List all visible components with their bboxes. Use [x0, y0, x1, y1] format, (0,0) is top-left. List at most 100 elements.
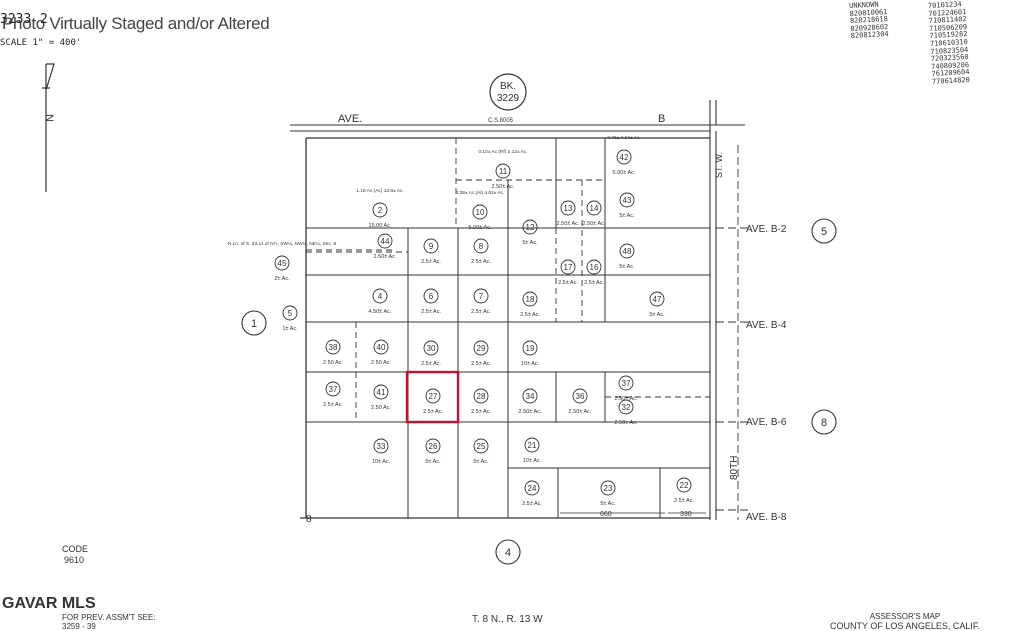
st-w-label: ST. W. — [714, 152, 724, 178]
code-label: CODE — [62, 544, 88, 554]
parcel-area: 15.00 Ac. — [369, 223, 392, 229]
parcel-number[interactable]: 36 — [576, 392, 585, 401]
parcel-labels: 215.00 Ac.1.18 Ac.(Ac) 13.8± Ac.105.00± … — [228, 135, 695, 507]
scale-label: SCALE 1" = 400' — [0, 38, 82, 48]
parcel-area: 10± Ac. — [521, 361, 540, 367]
parcel-number[interactable]: 28 — [477, 392, 486, 401]
ave-b6-label: AVE. B-6 — [746, 417, 787, 428]
parcel-number[interactable]: 34 — [526, 392, 535, 401]
assessor-line1: ASSESSOR'S MAP — [870, 612, 940, 621]
adjacent-page-circles — [241, 218, 837, 565]
parcel-area: 5± Ac. — [649, 312, 665, 318]
parcel-number[interactable]: 32 — [622, 403, 631, 412]
parcel-circle — [373, 438, 389, 454]
parcel-number[interactable]: 5 — [288, 309, 293, 318]
adjacent-page-right-bottom[interactable]: 8 — [821, 417, 827, 429]
parcel-number[interactable]: 7 — [479, 292, 484, 301]
book-circle — [489, 73, 527, 111]
parcel-number[interactable]: 13 — [564, 204, 573, 213]
parcel-lines — [306, 138, 710, 518]
parcel-circle — [618, 375, 634, 391]
parcel-number[interactable]: 40 — [377, 343, 386, 352]
parcel-number[interactable]: 17 — [564, 263, 573, 272]
parcel-number[interactable]: 10 — [476, 208, 485, 217]
parcel-number[interactable]: 47 — [653, 295, 662, 304]
parcel-number[interactable]: 24 — [528, 484, 537, 493]
parcel-number[interactable]: 43 — [623, 196, 632, 205]
adjacent-page-right-top[interactable]: 5 — [821, 226, 827, 238]
parcel-number[interactable]: 48 — [623, 247, 632, 256]
parcel-circle — [423, 288, 439, 304]
brand-label: GAVAR MLS — [2, 595, 96, 612]
map-header: 3233 2 SCALE 1" = 400' — [0, 12, 81, 50]
parcel-area: 2.5± Ac. — [584, 280, 604, 286]
parcel-area: 2.50± Ac. — [374, 254, 397, 260]
parcel-number[interactable]: 16 — [590, 263, 599, 272]
parcel-circle — [618, 399, 634, 415]
parcel-area: 2.50± Ac. — [583, 221, 606, 227]
parcel-number[interactable]: 19 — [526, 344, 535, 353]
parcel-number[interactable]: 6 — [429, 292, 434, 301]
parcel-number[interactable]: 21 — [528, 441, 537, 450]
code-value: 9610 — [64, 555, 84, 565]
parcel-area: 2.5± Ac. — [471, 309, 491, 315]
parcel-number[interactable]: 8 — [479, 242, 484, 251]
book-label: BK. — [500, 81, 516, 92]
parcel-circle — [282, 305, 298, 321]
parcel-number[interactable]: 41 — [377, 388, 386, 397]
parcel-number[interactable]: 42 — [620, 153, 629, 162]
parcel-circle — [619, 192, 635, 208]
highlighted-parcel-27[interactable] — [405, 370, 460, 424]
parcel-number[interactable]: 26 — [429, 442, 438, 451]
parcel-number[interactable]: 25 — [477, 442, 486, 451]
parcel-circle — [373, 384, 389, 400]
parcel-number[interactable]: 18 — [526, 295, 535, 304]
parcel-number[interactable]: 37 — [329, 385, 338, 394]
parcel-circle — [676, 477, 692, 493]
parcel-number[interactable]: 38 — [329, 343, 338, 352]
parcel-number[interactable]: 4 — [378, 292, 383, 301]
north-label: N — [43, 114, 55, 122]
parcel-note: 0.10± Ac.(Rf) 2.12± Ac. — [478, 149, 527, 155]
parcel-number[interactable]: 14 — [590, 204, 599, 213]
parcel-number[interactable]: 44 — [381, 237, 390, 246]
parcel-circle — [377, 233, 393, 249]
parcel-number[interactable]: 9 — [429, 242, 434, 251]
parcel-circle — [425, 388, 441, 404]
parcel-circle — [572, 388, 588, 404]
parcel-number[interactable]: 2 — [378, 206, 383, 215]
parcel-area: 1± Ac. — [282, 326, 298, 332]
parcel-circle — [473, 340, 489, 356]
parcel-circle — [522, 340, 538, 356]
book-left: 3233 — [0, 12, 32, 27]
parcel-circle — [522, 219, 538, 235]
parcel-area: 2.5± Ac. — [421, 361, 441, 367]
parcel-area: 10± Ac. — [372, 459, 391, 465]
parcel-number[interactable]: 27 — [429, 392, 438, 401]
parcel-number[interactable]: 45 — [278, 259, 287, 268]
east-street-dashes — [716, 145, 748, 520]
parcel-number[interactable]: 33 — [377, 442, 386, 451]
parcel-number[interactable]: 22 — [680, 481, 689, 490]
parcel-circle — [600, 480, 616, 496]
parcel-circle — [522, 388, 538, 404]
parcel-number[interactable]: 23 — [604, 484, 613, 493]
adjacent-page-left[interactable]: 1 — [251, 318, 257, 330]
cs-label: C.S.8005 — [488, 118, 514, 124]
parcel-circle — [473, 238, 489, 254]
parcel-number[interactable]: 37 — [622, 379, 631, 388]
parcel-area: 5± Ac. — [619, 264, 635, 270]
parcel-circle — [473, 388, 489, 404]
parcel-number[interactable]: 30 — [427, 344, 436, 353]
parcel-number[interactable]: 11 — [499, 167, 508, 176]
parcel-number[interactable]: 29 — [477, 344, 486, 353]
parcel-number[interactable]: 12 — [526, 223, 535, 232]
prev-line2: 3259 - 39 — [62, 622, 96, 631]
adjacent-page-bottom[interactable]: 4 — [505, 547, 511, 559]
parcel-note: 0.76± 4.24± Ac. — [607, 135, 640, 141]
parcel-area: 10± Ac. — [523, 458, 542, 464]
ave-b2-label: AVE. B-2 — [746, 224, 787, 235]
parcel-area: 2.5± Ac. — [323, 402, 343, 408]
parcel-circle — [325, 381, 341, 397]
